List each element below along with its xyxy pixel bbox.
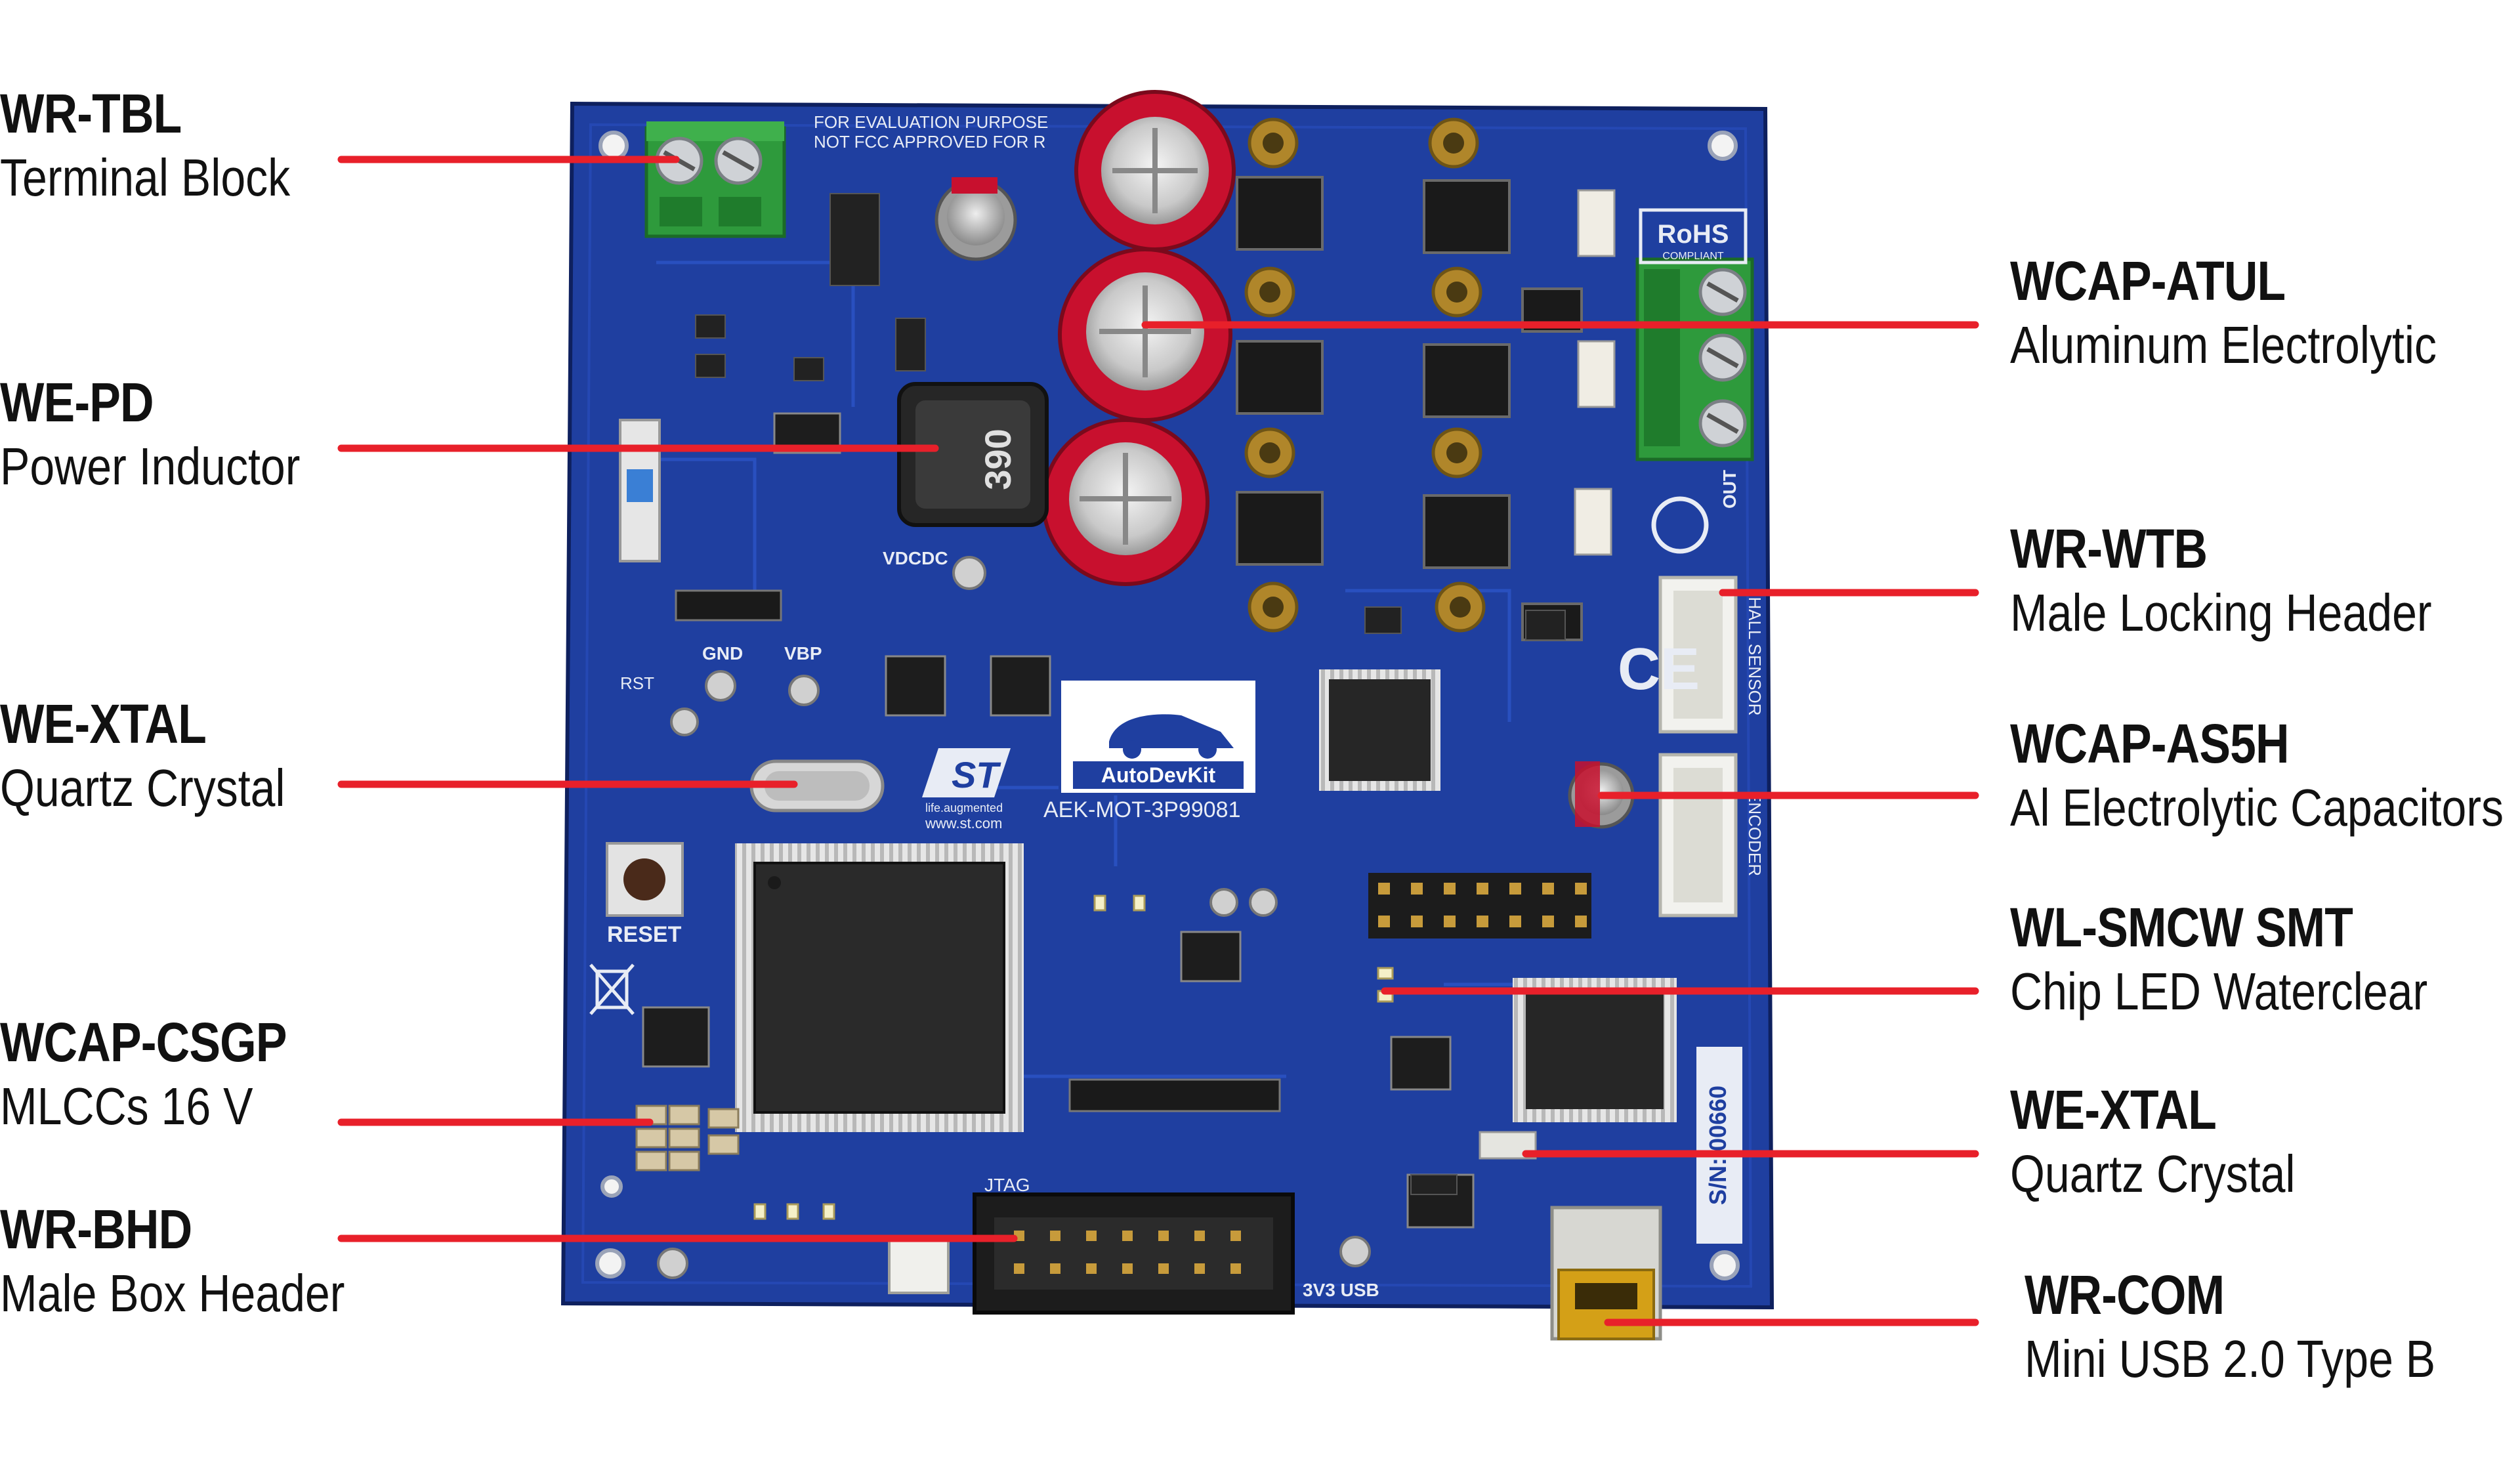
slide-switch — [619, 419, 661, 562]
svg-text:ST: ST — [952, 754, 1001, 795]
st-logo: ST — [922, 748, 1011, 797]
label-desc: Male Box Header — [0, 1264, 345, 1322]
label-wl-smcw: WL-SMCW SMT Chip LED Waterclear — [2010, 896, 2501, 1024]
rohs-text: RoHS — [1658, 220, 1729, 249]
label-wcap-as5h: WCAP-AS5H Al Electrolytic Capacitors — [2010, 712, 2520, 841]
board-model: AEK-MOT-3P99081 — [1043, 797, 1240, 822]
callout-lines — [337, 156, 1979, 1326]
vdcdc-label: VDCDC — [883, 548, 948, 568]
mlcc-wcap-csgp — [635, 1105, 740, 1171]
label-code: WE-XTAL — [0, 693, 207, 755]
mounting-holes — [595, 131, 1740, 1280]
label-code: WR-BHD — [0, 1198, 192, 1260]
small-electrolytic-top — [934, 177, 1017, 261]
pin-header-j3 — [1368, 873, 1591, 938]
label-wr-tbl: WR-TBL Terminal Block — [0, 82, 341, 211]
label-desc: Terminal Block — [0, 148, 291, 207]
label-code: WCAP-ATUL — [2010, 250, 2286, 312]
encoder-label: ENCODER — [1745, 791, 1765, 876]
company-tagline: life.augmented — [925, 801, 1003, 814]
label-desc: Quartz Crystal — [2010, 1145, 2296, 1203]
jtag-label: JTAG — [984, 1175, 1030, 1195]
label-desc: Al Electrolytic Capacitors — [2010, 778, 2504, 837]
reset-label: RESET — [607, 922, 682, 947]
terminal-block-wr-tbl — [644, 121, 786, 238]
vbp-label: VBP — [784, 643, 822, 664]
label-wcap-csgp: WCAP-CSGP MLCCs 16 V — [0, 1011, 337, 1139]
shunt-resistors — [1574, 189, 1616, 556]
label-desc: Male Locking Header — [2010, 583, 2432, 642]
label-code: WCAP-AS5H — [2010, 713, 2290, 774]
hall-sensor-label: HALL SENSOR — [1745, 597, 1765, 715]
weee-bin-icon — [589, 963, 635, 1015]
label-desc: Quartz Crystal — [0, 759, 285, 817]
label-desc: Chip LED Waterclear — [2010, 962, 2428, 1021]
label-wr-wtb: WR-WTB Male Locking Header — [2010, 517, 2506, 646]
label-desc: Mini USB 2.0 Type B — [2025, 1330, 2436, 1388]
ce-mark-icon: CE — [1618, 637, 1700, 702]
label-desc: Power Inductor — [0, 437, 301, 496]
label-code: WE-PD — [0, 371, 154, 433]
company-website: www.st.com — [925, 815, 1002, 832]
inductor-marking: 390 — [977, 429, 1018, 490]
gate-driver-qfp — [1319, 669, 1440, 791]
label-wr-com: WR-COM Mini USB 2.0 Type B — [2025, 1263, 2508, 1392]
locking-header-wr-wtb — [1658, 576, 1738, 917]
microcontroller-qfp — [735, 843, 1024, 1132]
jtag-box-header-wr-bhd — [973, 1192, 1295, 1315]
label-desc: MLCCs 16 V — [0, 1077, 253, 1135]
brand-name: AutoDevKit — [1101, 763, 1216, 787]
electrolytic-capacitors-wcap-atul — [1041, 90, 1236, 586]
recycle-10-icon — [1651, 496, 1709, 554]
label-we-xtal-left: WE-XTAL Quartz Crystal — [0, 692, 335, 821]
rst-label: RST — [620, 673, 654, 693]
label-code: WR-TBL — [0, 83, 182, 144]
serial-number: S/N: 00660 — [1704, 1086, 1731, 1205]
test-points — [657, 556, 1371, 1279]
small-white-connector — [888, 1239, 950, 1294]
fpc-connector — [1068, 1078, 1281, 1112]
terminal-block-right — [1635, 257, 1754, 461]
label-code: WCAP-CSGP — [0, 1011, 287, 1073]
label-wr-bhd: WR-BHD Male Box Header — [0, 1198, 406, 1326]
label-we-pd: WE-PD Power Inductor — [0, 371, 353, 499]
label-we-xtal-right: WE-XTAL Quartz Crystal — [2010, 1078, 2345, 1207]
mini-usb-wr-com — [1550, 1206, 1662, 1341]
label-code: WE-XTAL — [2010, 1079, 2217, 1141]
gnd-label: GND — [702, 643, 743, 664]
evaluation-notice-line2: NOT FCC APPROVED FOR R — [814, 132, 1045, 152]
usb-bridge-qfp — [1513, 978, 1677, 1122]
quartz-crystal-we-xtal-left — [749, 759, 885, 812]
rohs-subtext: COMPLIANT — [1662, 251, 1724, 262]
serial-number-label: S/N: 00660 — [1696, 1047, 1742, 1244]
label-desc: Aluminum Electrolytic — [2010, 316, 2437, 374]
autodevkit-logo: AutoDevKit — [1059, 678, 1258, 795]
rohs-badge: RoHS COMPLIANT — [1639, 208, 1748, 264]
evaluation-notice-line1: FOR EVALUATION PURPOSE — [814, 112, 1048, 132]
label-code: WR-COM — [2025, 1264, 2225, 1326]
label-wcap-atul: WCAP-ATUL Aluminum Electrolytic — [2010, 249, 2512, 378]
out-label: OUT — [1719, 470, 1740, 509]
reset-button — [606, 842, 684, 917]
label-code: WR-WTB — [2010, 518, 2208, 580]
usb-3v3-label: 3V3 USB — [1303, 1280, 1379, 1300]
power-inductor-we-pd: 390 — [897, 382, 1049, 527]
label-code: WL-SMCW SMT — [2010, 896, 2353, 958]
jumper — [675, 589, 782, 622]
